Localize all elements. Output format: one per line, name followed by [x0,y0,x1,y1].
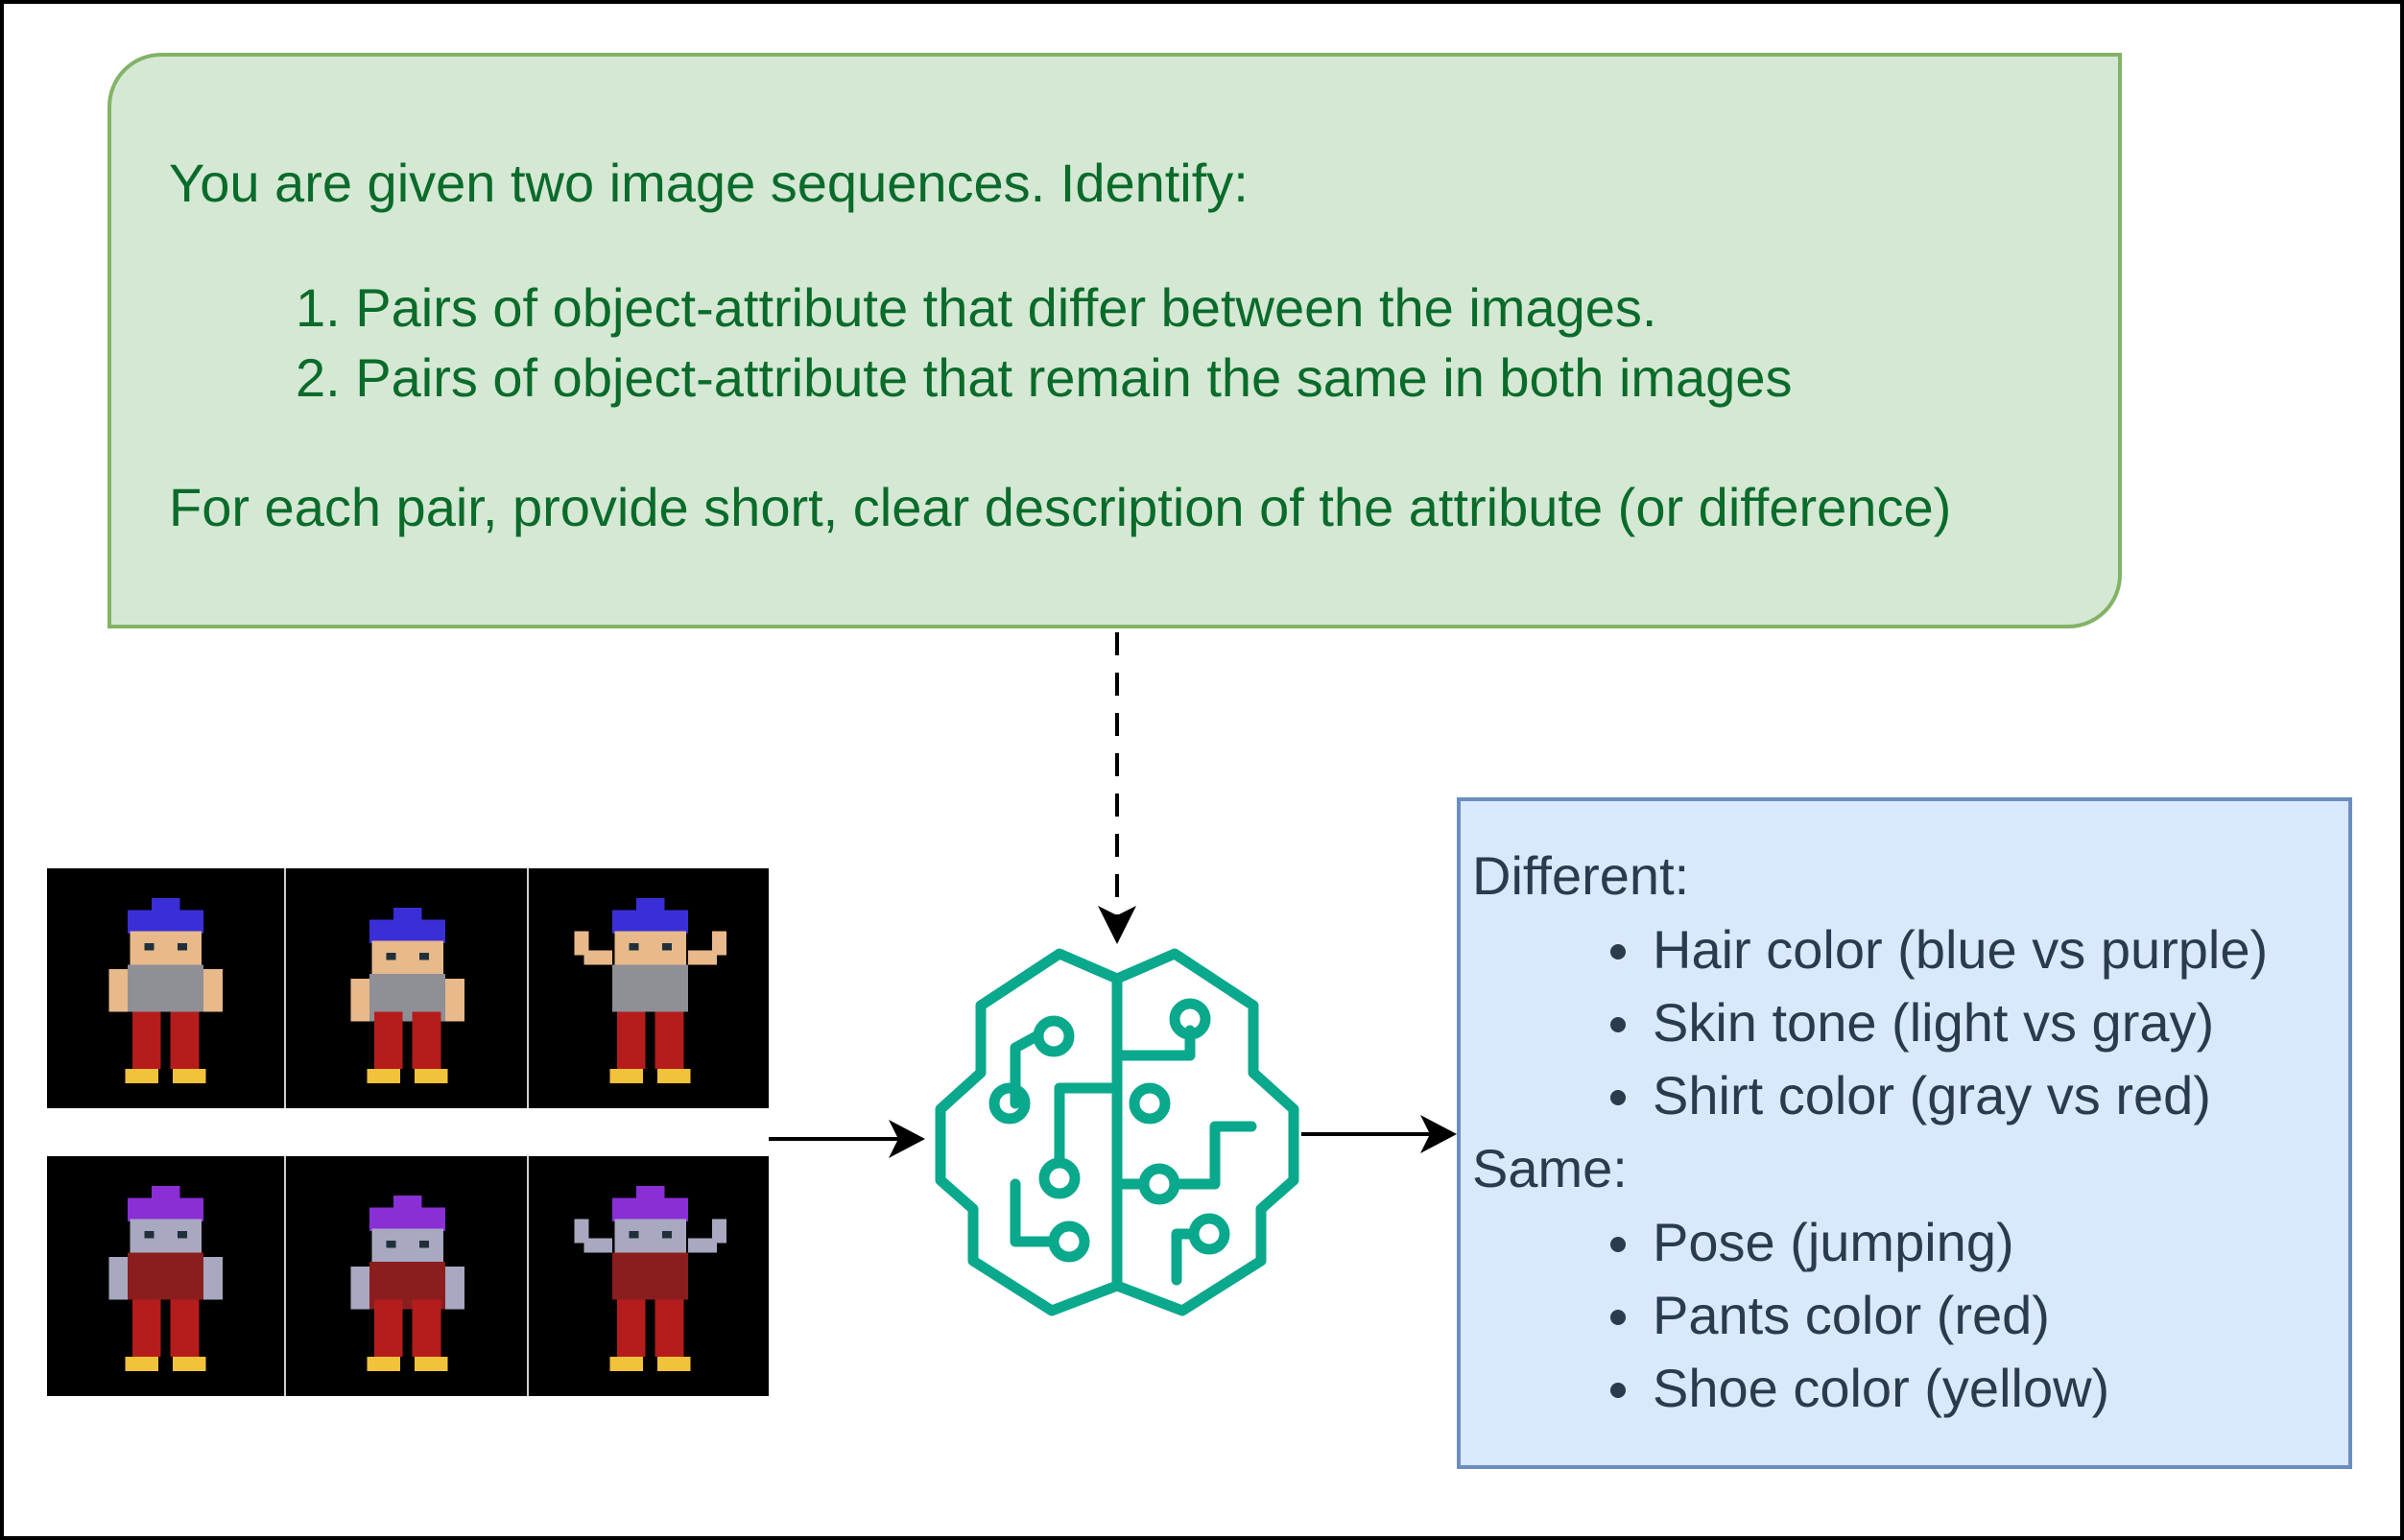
dashed-arrow-head [1098,906,1136,944]
different-item: Shirt color (gray vs red) [1564,1059,2268,1132]
prompt-item: 1. Pairs of object-attribute that differ… [296,277,1657,338]
same-list: Pose (jumping) Pants color (red) Shoe co… [1564,1206,2109,1425]
sprite-frame [47,1156,287,1396]
prompt-box: You are given two image sequences. Ident… [107,53,2122,628]
sprite-frame [289,1156,529,1396]
prompt-footer: For each pair, provide short, clear desc… [169,477,1952,537]
prompt-item: 2. Pairs of object-attribute that remain… [296,346,1793,408]
different-item: Skin tone (light vs gray) [1564,986,2268,1059]
sprite-frame [47,868,287,1108]
sprite-frame [531,868,769,1108]
result-box: Different: Hair color (blue vs purple) S… [1457,797,2352,1469]
character-sprite-image [574,1186,726,1371]
prompt-intro: You are given two image sequences. Ident… [169,153,1249,213]
same-item: Shoe color (yellow) [1564,1352,2109,1425]
character-sprite-image [350,907,465,1083]
image-sequence-bottom [47,1156,769,1396]
different-title: Different: [1472,845,1690,906]
image-sequence-top [47,868,769,1108]
sprite-frame [531,1156,769,1396]
character-sprite-image [574,898,726,1083]
different-item: Hair color (blue vs purple) [1564,913,2268,986]
prompt-list: 1. Pairs of object-attribute that differ… [296,273,1792,414]
character-sprite-image [108,898,224,1083]
same-title: Same: [1472,1138,1628,1198]
character-sprite-image [108,1186,224,1371]
different-list: Hair color (blue vs purple) Skin tone (l… [1564,913,2268,1132]
output-arrow-head [1420,1115,1457,1153]
brain-circuit-icon [935,948,1299,1316]
same-item: Pants color (red) [1564,1279,2109,1352]
character-sprite-image [350,1195,465,1371]
same-item: Pose (jumping) [1564,1206,2109,1279]
input-arrow-head [889,1120,925,1158]
sprite-frame [289,868,529,1108]
